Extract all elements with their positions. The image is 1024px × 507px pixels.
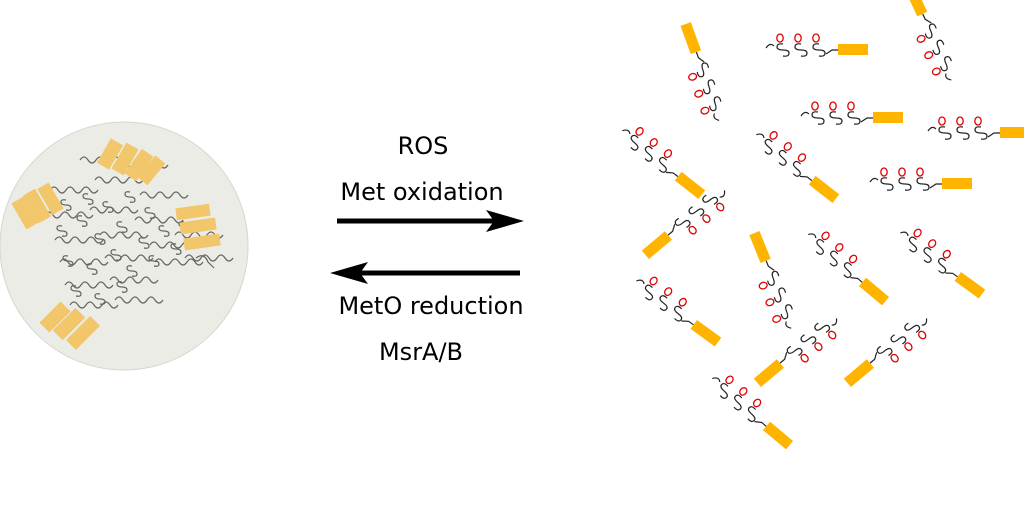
oxidized-chain (706, 367, 801, 451)
reverse-arrow (330, 262, 520, 284)
reverse-reaction-label: MetO reduction (338, 292, 524, 320)
oxidized-chain (752, 311, 847, 396)
forward-condition-label: ROS (397, 132, 449, 160)
entangled-chain-network (44, 156, 234, 309)
oxidized-chain (750, 123, 847, 205)
reverse-enzyme-label: MsrA/B (378, 338, 464, 366)
condensed-droplet (0, 121, 249, 371)
oxidized-chain (894, 0, 960, 87)
condensed-block-cluster-right (175, 203, 221, 251)
oxidized-chain (616, 119, 713, 201)
oxidized-chain (927, 116, 1024, 140)
oxidized-chain (670, 21, 728, 126)
forward-arrow (337, 210, 524, 232)
oxidized-chain (640, 183, 735, 268)
condensed-block-cluster-bottom (39, 301, 100, 350)
oxidized-chain (802, 223, 897, 307)
oxidized-chain (739, 229, 800, 335)
condensed-block-cluster-left (11, 182, 64, 230)
oxidized-chain (630, 268, 728, 349)
oxidized-chain (869, 167, 973, 191)
oxidized-chain (765, 33, 869, 57)
oxidized-chain (842, 311, 937, 396)
dispersed-oxidized-chains (616, 0, 1024, 451)
oxidized-chain (800, 101, 904, 125)
condensed-block-cluster-top (96, 138, 166, 186)
forward-reaction-label: Met oxidation (340, 178, 504, 206)
oxidized-chain (894, 220, 992, 301)
